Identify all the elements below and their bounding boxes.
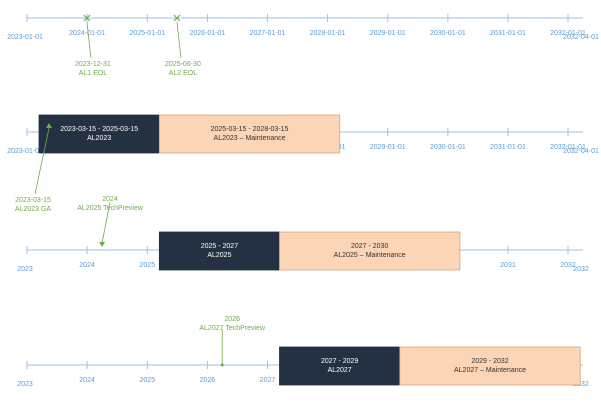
axis-start-label: 2023-01-01 [7, 148, 43, 155]
bar-date-range: 2025 - 2027 [201, 243, 238, 250]
tick-label: 2029-01-01 [370, 30, 406, 37]
milestone-date: 2024 [102, 196, 118, 203]
milestone-leader [101, 201, 111, 244]
milestone-x-marker [83, 14, 91, 22]
axis-end-label: 2032-04-01 [563, 148, 599, 155]
timeline-eol: 2024-01-01 2025-01-01 2026-01-01 2027-01-01… [7, 14, 599, 77]
milestone-date: 2025-06-30 [165, 61, 201, 68]
tick-label: 2032-01-01 [550, 144, 586, 151]
timeline-al2025: 2024202520262027202820292030203120322023… [17, 196, 589, 273]
milestone-triangle-marker [99, 242, 106, 247]
tick-label: 2024 [79, 262, 95, 269]
tick-label: 2031-01-01 [490, 144, 526, 151]
bar-label: AL2025 [207, 252, 231, 259]
tick-label: 2025 [140, 377, 156, 384]
milestone-leader [86, 21, 92, 59]
tick-label: 2025-01-01 [129, 30, 165, 37]
bar-label: AL2027 [328, 367, 352, 374]
axis-end-label: 2032 [573, 381, 589, 388]
bar-date-range: 2029 - 2032 [471, 358, 508, 365]
milestone-dot-marker [220, 363, 224, 367]
tick-label: 2024-01-01 [69, 30, 105, 37]
ga-bar [38, 114, 160, 154]
milestone-x-marker [173, 14, 181, 22]
ga-bar [279, 346, 401, 386]
milestone-label: AL2027 TechPreview [199, 325, 266, 332]
milestone-label: AL2 EOL [169, 70, 198, 77]
axis-start-label: 2023 [17, 381, 33, 388]
milestone-label: AL2025 TechPreview [77, 205, 144, 212]
milestone-date: 2026 [224, 316, 240, 323]
bar-date-range: 2027 - 2030 [351, 243, 388, 250]
tick-label: 2028-01-01 [310, 30, 346, 37]
milestone-label: AL2023 GA [15, 206, 52, 213]
tick-label: 2029-01-01 [370, 144, 406, 151]
tick-label: 2026-01-01 [189, 30, 225, 37]
maintenance-bar [158, 114, 341, 154]
tick-label: 2027 [260, 377, 276, 384]
axis-start-label: 2023-01-01 [7, 34, 43, 41]
tick-label: 2026 [200, 377, 216, 384]
tick-label: 2030-01-01 [430, 144, 466, 151]
axis-end-label: 2032-04-01 [563, 34, 599, 41]
tick-label: 2030-01-01 [430, 30, 466, 37]
maintenance-bar [399, 346, 581, 386]
timeline-al2027: 2024202520262027202820292030203120322023… [17, 316, 589, 388]
bar-label: AL2027 – Maintenance [454, 367, 526, 374]
tick-label: 2025 [140, 262, 156, 269]
timeline-al2023: 2024-01-012025-01-012026-01-012027-01-01… [7, 114, 599, 213]
maintenance-bar [279, 231, 461, 271]
axis-start-label: 2023 [17, 266, 33, 273]
tick-label: 2031 [500, 262, 516, 269]
bar-label: AL2025 – Maintenance [334, 252, 406, 259]
tick-label: 2031-01-01 [490, 30, 526, 37]
milestone-date: 2023-03-15 [15, 197, 51, 204]
bar-label: AL2023 [87, 135, 111, 142]
bar-date-range: 2025-03-15 - 2028-03-15 [211, 126, 289, 133]
milestone-leader [176, 21, 182, 59]
tick-label: 2032-01-01 [550, 30, 586, 37]
bar-date-range: 2023-03-15 - 2025-03-15 [60, 126, 138, 133]
milestone-leader [34, 127, 50, 195]
tick-label: 2032 [560, 262, 576, 269]
bar-date-range: 2027 - 2029 [321, 358, 358, 365]
milestone-date: 2023-12-31 [75, 61, 111, 68]
milestone-label: AL1 EOL [79, 70, 108, 77]
ga-bar [158, 231, 280, 271]
bar-label: AL2023 – Maintenance [214, 135, 286, 142]
axis-end-label: 2032 [573, 266, 589, 273]
tick-label: 2024 [79, 377, 95, 384]
milestone-triangle-marker [46, 123, 53, 128]
tick-label: 2027-01-01 [250, 30, 286, 37]
